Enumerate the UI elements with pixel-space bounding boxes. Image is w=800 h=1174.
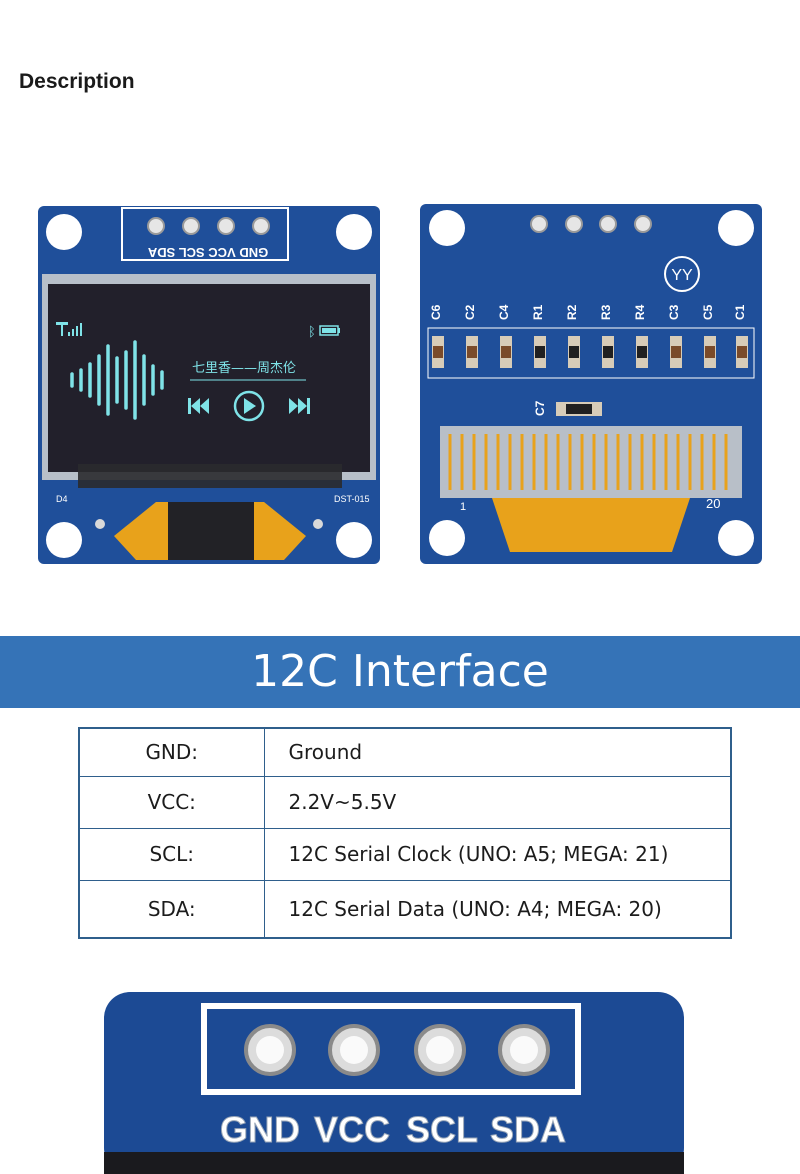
front-silk-d4: D4 <box>56 494 68 504</box>
previous-track-icon <box>188 398 209 414</box>
battery-icon <box>319 325 340 336</box>
waveform-icon <box>70 340 164 420</box>
oled-board-back-image: YY C6 C2 C4 R1 R2 R3 R4 C3 C5 C1 <box>420 204 762 564</box>
component-label: C6 <box>429 304 443 320</box>
table-row: SDA: 12C Serial Data (UNO: A4; MEGA: 20) <box>78 879 732 939</box>
table-row: VCC: 2.2V~5.5V <box>78 775 732 829</box>
closeup-label-scl: SCL <box>406 1109 478 1150</box>
pin-name-cell: SCL: <box>78 827 265 881</box>
component-label: C4 <box>497 304 511 320</box>
back-logo: YY <box>671 267 693 284</box>
closeup-label-vcc: VCC <box>314 1109 390 1150</box>
pin-desc-cell: 12C Serial Data (UNO: A4; MEGA: 20) <box>263 879 732 939</box>
table-row: SCL: 12C Serial Clock (UNO: A5; MEGA: 21… <box>78 827 732 881</box>
screen-song-title: 七里香——周杰伦 <box>192 361 296 376</box>
component-label: C1 <box>733 304 747 320</box>
pin-header-closeup-image: GND VCC SCL SDA <box>104 992 684 1174</box>
closeup-label-gnd: GND <box>220 1109 300 1150</box>
smd-components <box>427 327 755 379</box>
pin-one-label: 1 <box>460 501 466 513</box>
component-label: R4 <box>633 304 647 320</box>
component-label: R1 <box>531 304 545 320</box>
pin-desc-cell: 12C Serial Clock (UNO: A5; MEGA: 21) <box>263 827 732 881</box>
interface-title: 12C Interface <box>251 646 549 697</box>
yy-logo-icon <box>664 256 700 292</box>
pin-desc-cell: Ground <box>263 727 732 777</box>
closeup-label-sda: SDA <box>490 1109 566 1150</box>
component-label: R3 <box>599 304 613 320</box>
front-silk-model: DST-015 <box>334 494 370 504</box>
component-label: R2 <box>565 304 579 320</box>
pin-table: GND: Ground VCC: 2.2V~5.5V SCL: 12C Seri… <box>78 727 732 939</box>
pin-name-cell: VCC: <box>78 775 265 829</box>
component-label-c7: C7 <box>533 400 547 416</box>
component-label: C3 <box>667 304 681 320</box>
front-pin-labels: GND VCC SCL SDA <box>147 245 268 260</box>
bluetooth-icon: ᛒ <box>308 324 316 339</box>
oled-board-front-image: GND VCC SCL SDA ᛒ <box>38 206 380 564</box>
component-label: C5 <box>701 304 715 320</box>
pin-desc-cell: 2.2V~5.5V <box>263 775 732 829</box>
pin-name-cell: SDA: <box>78 879 265 939</box>
component-label: C2 <box>463 304 477 320</box>
product-photos: GND VCC SCL SDA ᛒ <box>0 198 800 570</box>
pin-last-label: 20 <box>706 496 720 511</box>
interface-banner: 12C Interface <box>0 636 800 708</box>
next-track-icon <box>289 398 310 414</box>
table-row: GND: Ground <box>78 727 732 777</box>
signal-icon <box>56 322 82 336</box>
pin-name-cell: GND: <box>78 727 265 777</box>
play-icon <box>233 390 265 422</box>
header-pins <box>244 1024 550 1076</box>
description-heading: Description <box>19 70 135 93</box>
